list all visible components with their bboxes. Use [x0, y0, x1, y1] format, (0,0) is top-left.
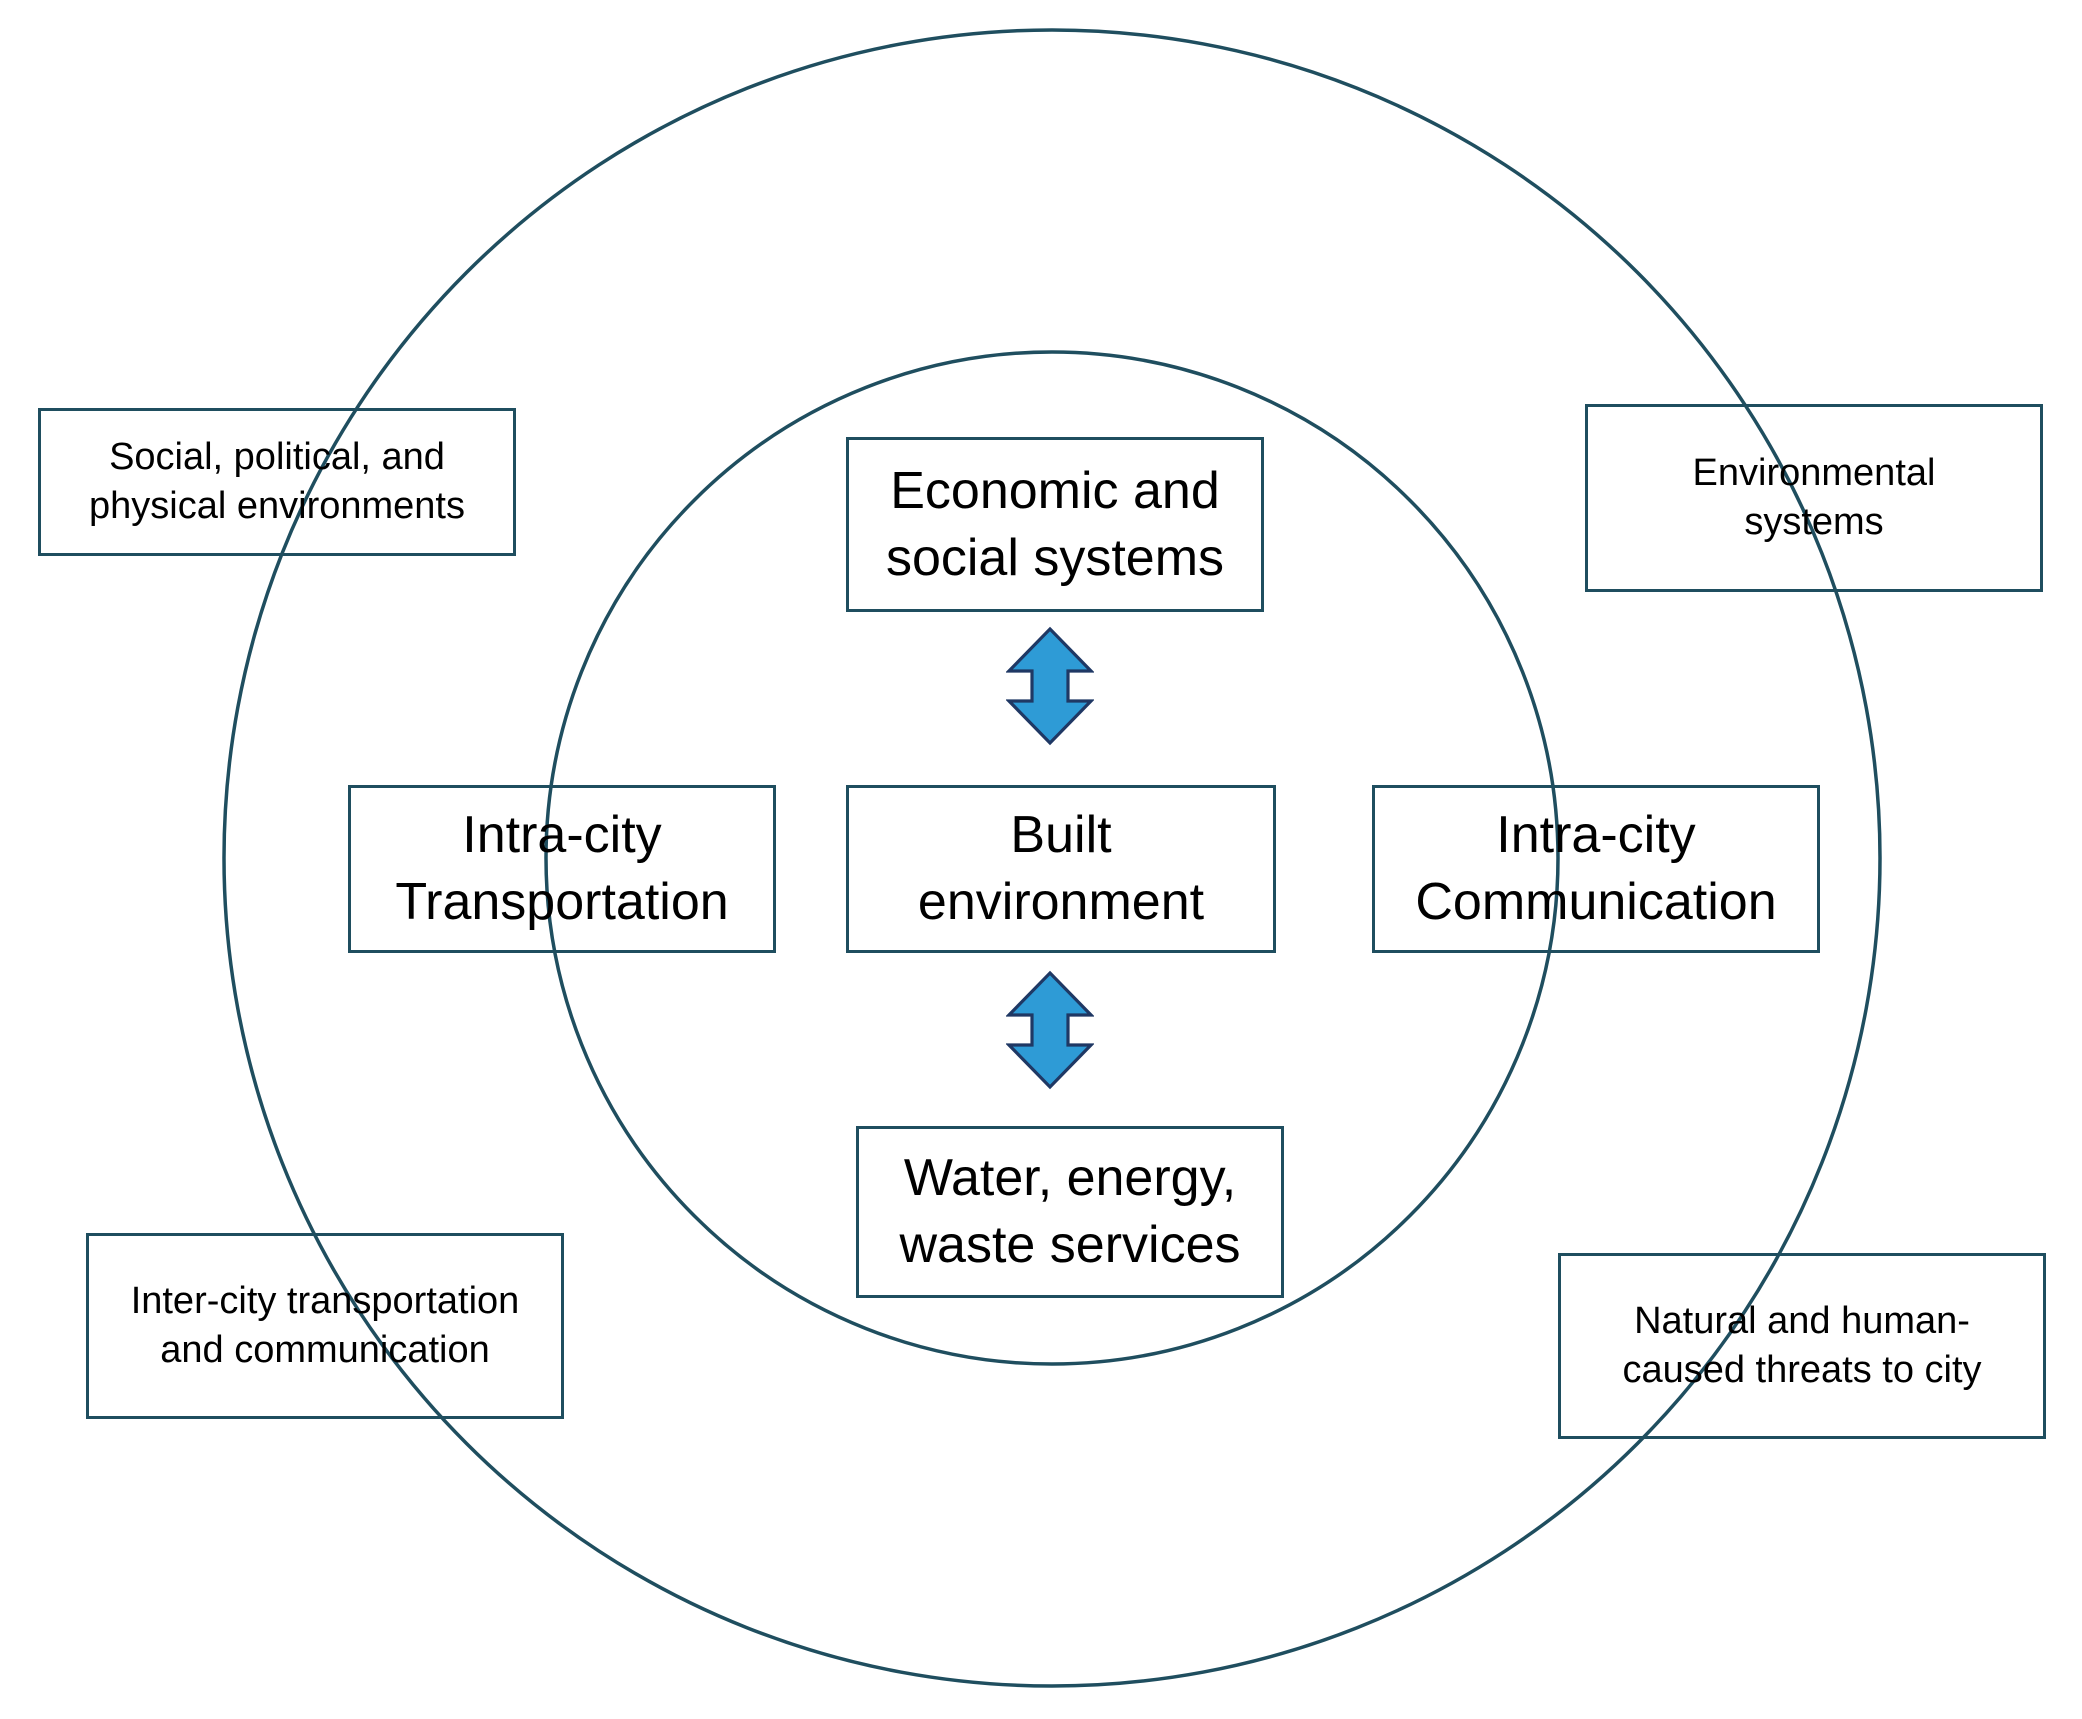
box-label: Environmental systems	[1692, 452, 1936, 543]
double-arrow-up-down-icon-economic-built	[1006, 626, 1094, 746]
box-environmental-systems[interactable]: Environmental systems	[1585, 404, 2043, 592]
box-economic-and-social-systems[interactable]: Economic and social systems	[846, 437, 1264, 612]
box-label: Intra-city Transportation	[395, 806, 729, 931]
box-label: Natural and human- caused threats to cit…	[1622, 1300, 1982, 1391]
box-inter-city-transportation-and-communication[interactable]: Inter-city transportation and communicat…	[86, 1233, 564, 1419]
box-natural-and-human-caused-threats[interactable]: Natural and human- caused threats to cit…	[1558, 1253, 2046, 1439]
box-label: Economic and social systems	[885, 461, 1225, 587]
box-label: Water, energy, waste services	[899, 1149, 1241, 1274]
double-arrow-up-down-icon-built-services	[1006, 970, 1094, 1090]
box-label: Social, political, and physical environm…	[89, 436, 465, 527]
box-built-environment[interactable]: Built environment	[846, 785, 1276, 953]
box-intra-city-transportation[interactable]: Intra-city Transportation	[348, 785, 776, 953]
box-intra-city-communication[interactable]: Intra-city Communication	[1372, 785, 1820, 953]
box-water-energy-waste-services[interactable]: Water, energy, waste services	[856, 1126, 1284, 1298]
box-social-political-physical-environments[interactable]: Social, political, and physical environm…	[38, 408, 516, 556]
box-label: Built environment	[917, 806, 1205, 931]
box-label: Inter-city transportation and communicat…	[130, 1280, 520, 1371]
inner-ring-circle	[544, 350, 1560, 1366]
box-label: Intra-city Communication	[1415, 806, 1777, 931]
outer-ring-circle	[222, 28, 1882, 1688]
